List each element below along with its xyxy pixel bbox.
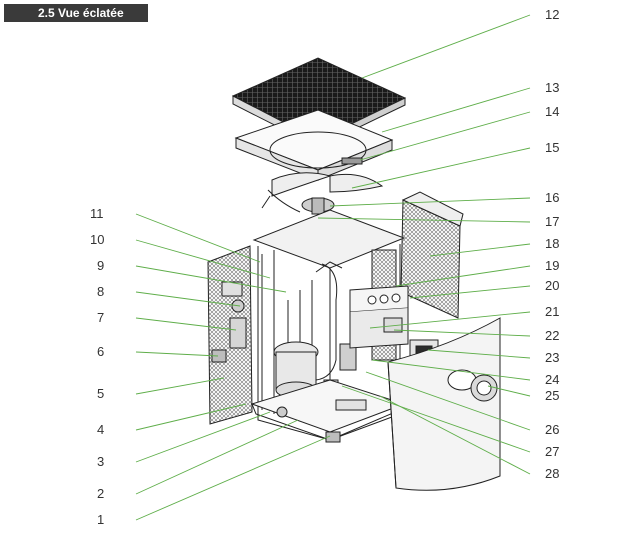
callout-25: 25 — [545, 388, 559, 403]
callout-11: 11 — [90, 206, 104, 221]
drain-connector — [325, 431, 341, 443]
callout-3: 3 — [97, 454, 104, 469]
electrical-box — [349, 285, 409, 349]
callout-2: 2 — [97, 486, 104, 501]
callout-8: 8 — [97, 284, 104, 299]
callout-22: 22 — [545, 328, 559, 343]
callout-16: 16 — [545, 190, 559, 205]
callout-4: 4 — [97, 422, 104, 437]
callout-6: 6 — [97, 344, 104, 359]
callout-24: 24 — [545, 372, 559, 387]
callout-26: 26 — [545, 422, 559, 437]
fan-motor-label-plate — [341, 157, 363, 165]
callout-21: 21 — [545, 304, 559, 319]
callout-17: 17 — [545, 214, 559, 229]
base-tray — [250, 379, 406, 443]
callout-10: 10 — [90, 232, 104, 247]
callout-15: 15 — [545, 140, 559, 155]
callout-5: 5 — [97, 386, 104, 401]
left-side-panel — [207, 245, 253, 425]
callouts-right: 12 13 14 15 16 17 18 19 20 21 22 23 24 2… — [545, 7, 559, 481]
callout-28: 28 — [545, 466, 559, 481]
callout-27: 27 — [545, 444, 559, 459]
callout-9: 9 — [97, 258, 104, 273]
callouts-left: 11 10 9 8 7 6 5 4 3 2 1 — [90, 206, 104, 527]
leader-lines — [135, 14, 531, 521]
section-title-banner: 2.5 Vue éclatée — [4, 4, 148, 22]
callout-18: 18 — [545, 236, 559, 251]
callout-7: 7 — [97, 310, 104, 325]
callout-23: 23 — [545, 350, 559, 365]
front-cover-panel — [387, 317, 501, 491]
callout-13: 13 — [545, 80, 559, 95]
fan-blade-motor — [261, 157, 384, 215]
callout-12: 12 — [545, 7, 559, 22]
callout-19: 19 — [545, 258, 559, 273]
callout-14: 14 — [545, 104, 559, 119]
section-title: 2.5 Vue éclatée — [38, 6, 124, 20]
rear-evaporator-panel — [400, 191, 464, 319]
callout-1: 1 — [97, 512, 104, 527]
callout-20: 20 — [545, 278, 559, 293]
